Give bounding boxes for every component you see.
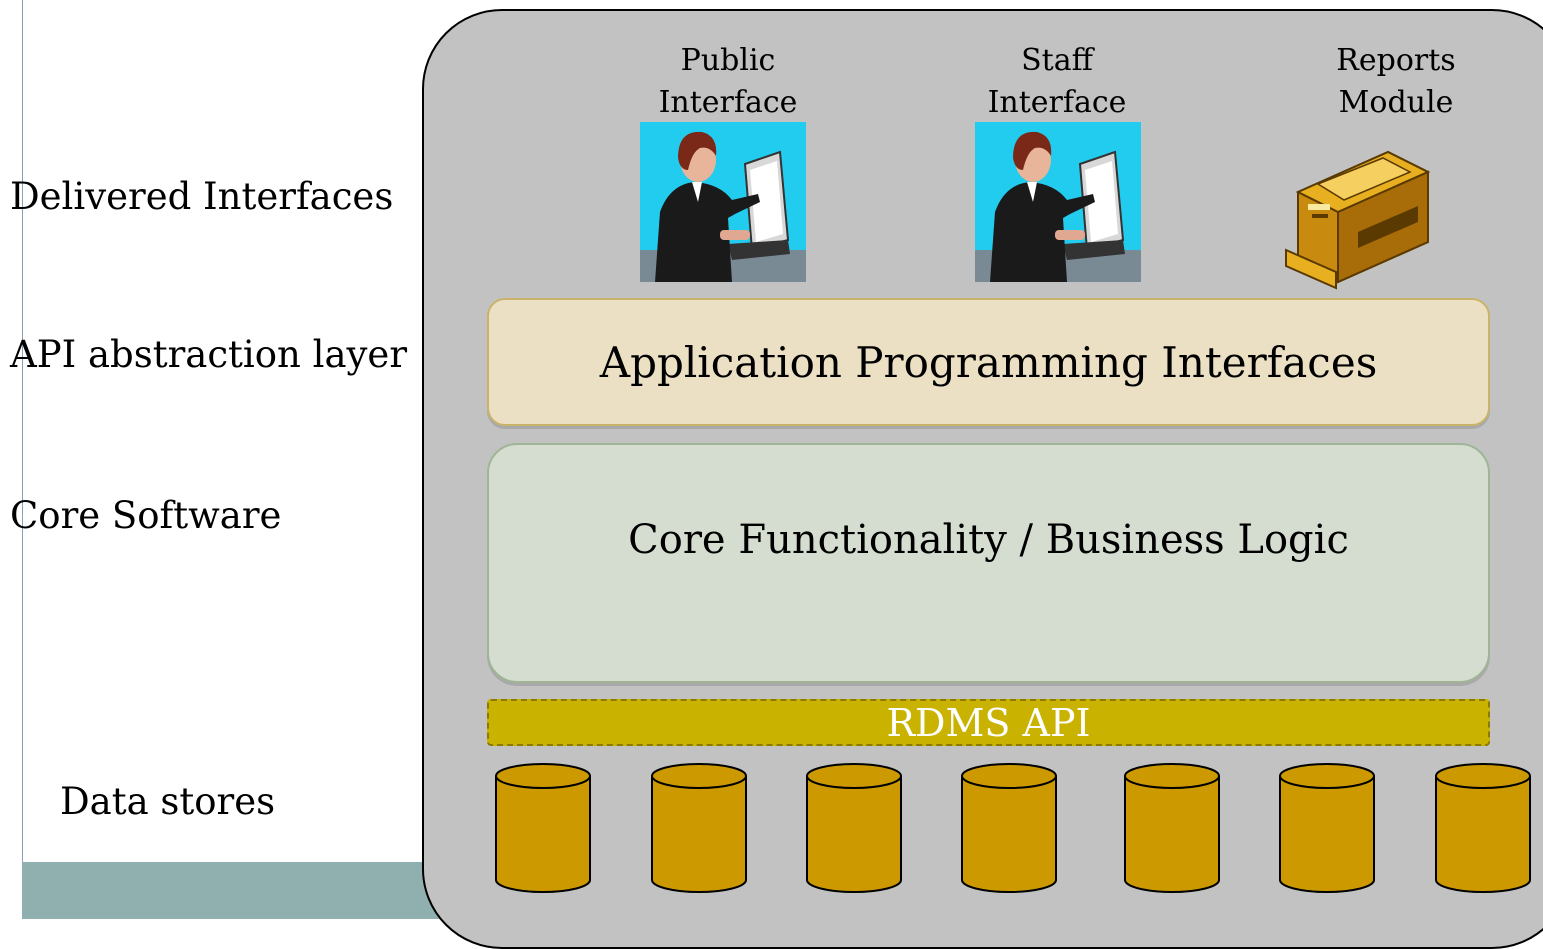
- label-api-layer: API abstraction layer: [10, 333, 408, 376]
- database-icon: [651, 763, 747, 893]
- rdms-api-band: RDMS API: [487, 699, 1490, 746]
- database-icon: [1279, 763, 1375, 893]
- core-band-label: Core Functionality / Business Logic: [628, 517, 1349, 563]
- database-icon: [1435, 763, 1531, 893]
- core-band: Core Functionality / Business Logic: [487, 443, 1490, 683]
- printer-icon: [1285, 150, 1431, 290]
- reports-module-label: Reports Module: [1336, 43, 1456, 120]
- person-at-computer-icon: [975, 122, 1141, 282]
- database-icon: [961, 763, 1057, 893]
- api-band-label: Application Programming Interfaces: [599, 337, 1378, 387]
- person-at-computer-icon: [640, 122, 806, 282]
- staff-interface-label: Staff Interface: [987, 43, 1127, 120]
- database-icon: [806, 763, 902, 893]
- database-icon: [1124, 763, 1220, 893]
- label-core-software: Core Software: [10, 494, 282, 537]
- public-interface-label: Public Interface: [658, 43, 798, 120]
- api-band: Application Programming Interfaces: [487, 298, 1490, 426]
- label-data-stores: Data stores: [60, 780, 276, 823]
- left-rule: [22, 0, 23, 919]
- rdms-api-label: RDMS API: [886, 700, 1091, 745]
- database-icon: [495, 763, 591, 893]
- label-delivered-interfaces: Delivered Interfaces: [10, 175, 394, 218]
